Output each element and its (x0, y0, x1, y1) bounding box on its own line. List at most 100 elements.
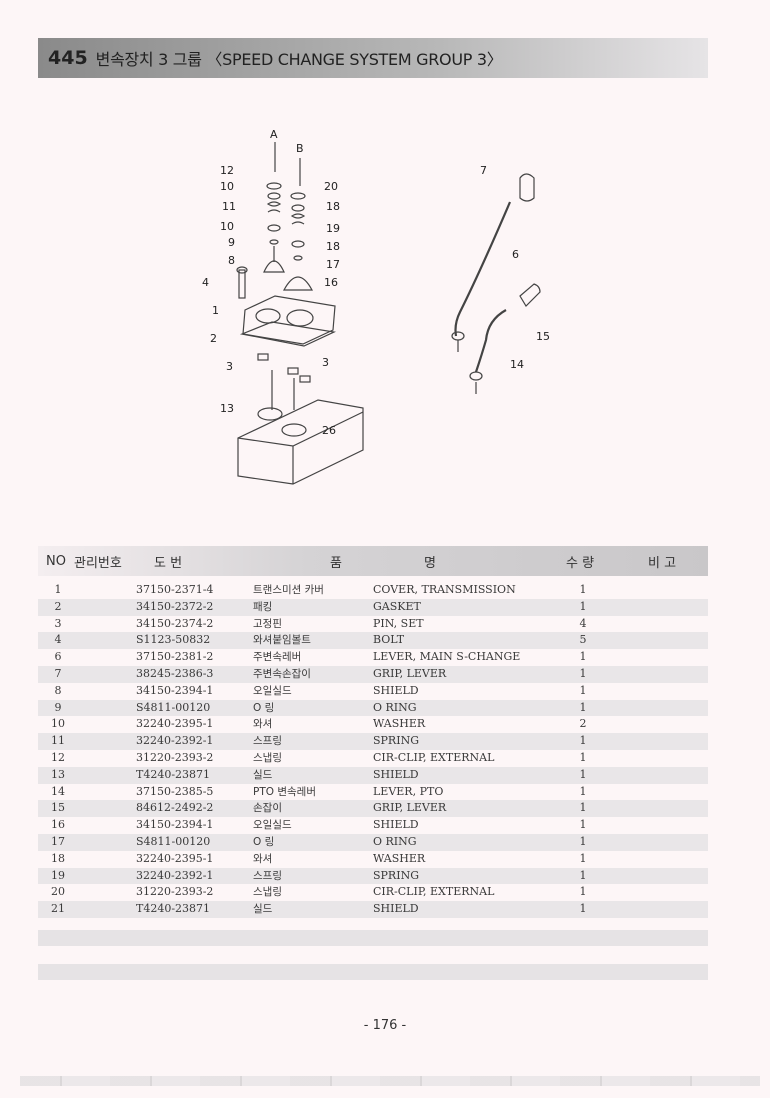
table-row: 2 34150-2372-2 패킹 GASKET 1 (38, 598, 708, 616)
cell-no: 11 (51, 734, 65, 748)
callout-14: 14 (510, 358, 524, 371)
cell-no: 20 (51, 885, 65, 899)
cell-part: 32240-2392-1 (136, 868, 214, 882)
cell-qty: 1 (579, 700, 587, 714)
callout-17: 17 (326, 258, 340, 271)
cell-part: T4240-23871 (136, 902, 211, 916)
callout-13: 13 (220, 402, 234, 415)
cell-en: SHIELD (373, 818, 419, 832)
cell-part: 38245-2386-3 (136, 666, 214, 680)
cell-kr: 와셔 (253, 852, 273, 865)
callout-8: 8 (228, 254, 235, 267)
callout-20: 20 (324, 180, 338, 193)
cell-no: 9 (54, 700, 62, 714)
cell-no: 2 (54, 599, 62, 613)
cell-kr: PTO 변속레버 (253, 785, 316, 798)
cell-part: 31220-2393-2 (136, 750, 214, 764)
col-no: NO (46, 553, 66, 569)
cell-no: 21 (51, 902, 65, 916)
cell-en: WASHER (373, 717, 426, 731)
cell-qty: 1 (579, 834, 587, 848)
cell-part: 32240-2395-1 (136, 851, 214, 865)
cell-en: GASKET (373, 599, 421, 613)
cell-kr: 스프링 (253, 869, 282, 882)
cell-en: LEVER, MAIN S-CHANGE (373, 650, 521, 664)
callout-7: 7 (480, 164, 487, 177)
cell-kr: 스냅링 (253, 751, 282, 764)
cell-part: 34150-2394-1 (136, 683, 214, 697)
cell-part: 37150-2381-2 (136, 650, 214, 664)
cell-qty: 4 (579, 616, 587, 630)
cell-kr: 실드 (253, 903, 273, 916)
cell-qty: 1 (579, 767, 587, 781)
callout-26: 26 (322, 424, 336, 437)
callout-18: 18 (326, 200, 340, 213)
cell-kr: 패킹 (253, 600, 273, 613)
cell-no: 18 (51, 851, 65, 865)
cell-no: 10 (51, 717, 65, 731)
cell-en: PIN, SET (373, 616, 424, 630)
cell-qty: 1 (579, 784, 587, 798)
col-qty: 수 량 (566, 555, 595, 571)
cell-part: 32240-2392-1 (136, 734, 214, 748)
cell-qty: 1 (579, 683, 587, 697)
col-remark: 비 고 (648, 555, 677, 571)
cell-part: 34150-2372-2 (136, 599, 214, 613)
cell-en: SHIELD (373, 683, 419, 697)
col-name-b: 명 (424, 555, 436, 571)
cell-part: 34150-2394-1 (136, 818, 214, 832)
cell-kr: O 링 (253, 835, 275, 848)
cell-qty: 1 (579, 868, 587, 882)
callout-A: A (270, 128, 278, 141)
cell-qty: 1 (579, 750, 587, 764)
cell-kr: 스프링 (253, 735, 282, 748)
cell-en: LEVER, PTO (373, 784, 444, 798)
section-header: 445 변속장치 3 그룹 〈SPEED CHANGE SYSTEM GROUP… (38, 38, 708, 78)
cell-qty: 1 (579, 801, 587, 815)
cell-en: GRIP, LEVER (373, 666, 447, 680)
cell-no: 17 (51, 834, 65, 848)
table-row: 18 32240-2395-1 와셔 WASHER 1 (38, 851, 708, 868)
section-number: 445 (48, 47, 88, 69)
cell-kr: 와셔 (253, 718, 273, 731)
cell-en: BOLT (373, 633, 405, 647)
cell-part: S4811-00120 (136, 834, 211, 848)
table-header: NO 관리번호 도 번 품 명 수 량 비 고 (38, 546, 708, 576)
cell-qty: 1 (579, 885, 587, 899)
cell-qty: 2 (579, 717, 587, 731)
cell-kr: 오일실드 (253, 684, 292, 697)
cell-no: 6 (54, 650, 62, 664)
cell-kr: 실드 (253, 768, 273, 781)
cell-qty: 1 (579, 583, 587, 596)
callout-B: B (296, 142, 304, 155)
cell-no: 7 (54, 666, 62, 680)
cell-qty: 1 (579, 599, 587, 613)
callout-3b: 3 (322, 356, 329, 369)
cell-part: 34150-2374-2 (136, 616, 214, 630)
callout-3: 3 (226, 360, 233, 373)
cell-en: CIR-CLIP, EXTERNAL (373, 750, 495, 764)
cell-en: WASHER (373, 851, 426, 865)
scan-edge-strip (20, 1076, 760, 1086)
cell-no: 3 (54, 616, 62, 630)
cell-part: 37150-2371-4 (136, 583, 214, 596)
exploded-parts-diagram: A B 12 10 11 10 9 8 4 1 2 3 3 13 20 18 1… (190, 120, 590, 500)
cell-part: S1123-50832 (136, 633, 211, 647)
cell-kr: 트랜스미션 카버 (253, 584, 324, 596)
cell-en: SPRING (373, 868, 419, 882)
callout-19: 19 (326, 222, 340, 235)
cell-no: 8 (54, 683, 62, 697)
section-title: 변속장치 3 그룹 〈SPEED CHANGE SYSTEM GROUP 3〉 (95, 50, 503, 69)
cell-kr: 오일실드 (253, 819, 292, 832)
cell-qty: 1 (579, 851, 587, 865)
cell-part: S4811-00120 (136, 700, 211, 714)
callout-4: 4 (202, 276, 209, 289)
callout-10: 10 (220, 180, 234, 193)
